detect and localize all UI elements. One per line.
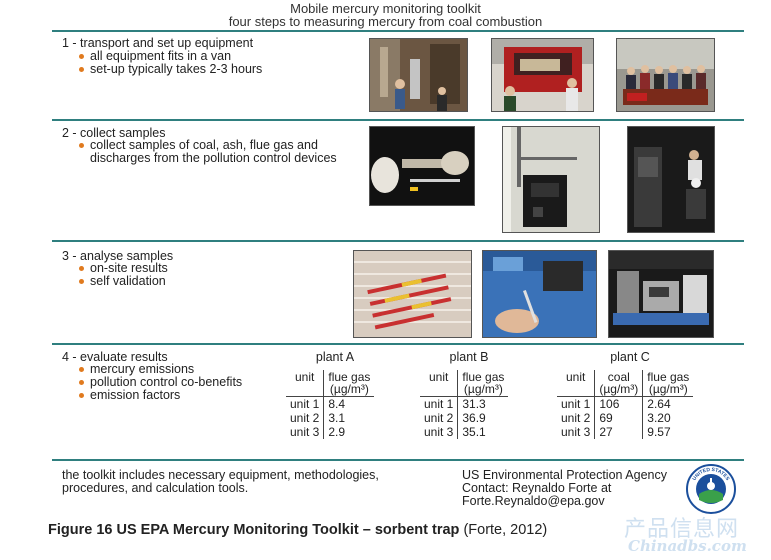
step-3-bullet-2: self validation <box>74 275 304 288</box>
photo-analyzer-instrument <box>608 250 714 338</box>
photo-van-art <box>492 39 593 111</box>
plant-c-header-fluegas: flue gas(µg/m³) <box>642 370 694 397</box>
step-3-bullets: on-site results self validation <box>74 262 304 288</box>
section-rule-1 <box>52 30 744 32</box>
step-4-title: 4 - evaluate results <box>62 350 168 364</box>
photo-sampling-probe <box>369 126 475 206</box>
step-3-bullet-1: on-site results <box>74 262 304 275</box>
photo-stack-sampling-art <box>628 127 714 232</box>
section-rule-5 <box>52 459 744 461</box>
photo-analyzer-instrument-art <box>609 251 713 337</box>
contact-email: Forte.Reynaldo@epa.gov <box>462 494 605 508</box>
contact-info: US Environmental Protection Agency Conta… <box>462 469 692 508</box>
photo-sorbent-traps <box>353 250 472 338</box>
photo-team-art <box>617 39 714 111</box>
toolkit-note: the toolkit includes necessary equipment… <box>62 469 422 495</box>
photo-equipment-setup <box>369 38 468 112</box>
section-rule-2 <box>52 119 744 121</box>
photo-equipment-setup-art <box>370 39 467 111</box>
step-2-bullet-1: collect samples of coal, ash, flue gas a… <box>74 139 364 165</box>
step-1-title: 1 - transport and set up equipment <box>62 36 254 50</box>
step-2-bullets: collect samples of coal, ash, flue gas a… <box>74 139 364 165</box>
plant-c-header-unit: unit <box>557 370 595 397</box>
step-2-title: 2 - collect samples <box>62 126 166 140</box>
plant-b-header-fluegas: flue gas(µg/m³) <box>457 370 509 397</box>
epa-seal-art: UNITED STATES <box>686 464 736 514</box>
step-4-bullet-2: pollution control co-benefits <box>74 376 274 389</box>
photo-analyzer-hands <box>482 250 597 338</box>
plant-b-header-unit: unit <box>420 370 458 397</box>
section-rule-3 <box>52 240 744 242</box>
section-rule-4 <box>52 343 744 345</box>
step-4-bullet-1: mercury emissions <box>74 363 274 376</box>
photo-analyzer-hands-art <box>483 251 596 337</box>
header-line-2: four steps to measuring mercury from coa… <box>228 14 543 29</box>
contact-line: Contact: Reynaldo Forte at <box>462 481 612 495</box>
plant-a-header-unit: unit <box>286 370 324 397</box>
step-1-bullet-2: set-up typically takes 2-3 hours <box>74 63 304 76</box>
plant-b-title: plant B <box>449 350 489 364</box>
plant-a-header-fluegas: flue gas(µg/m³) <box>323 370 375 397</box>
figure-caption-source: (Forte, 2012) <box>459 522 548 538</box>
step-3-title: 3 - analyse samples <box>62 249 174 263</box>
step-1-bullet-1: all equipment fits in a van <box>74 50 304 63</box>
epa-seal-icon: UNITED STATES <box>686 464 736 514</box>
agency-name: US Environmental Protection Agency <box>462 468 667 482</box>
step-4-bullet-3: emission factors <box>74 389 274 402</box>
plant-c-header-coal: coal(µg/m³) <box>594 370 643 397</box>
figure-caption: Figure 16 US EPA Mercury Monitoring Tool… <box>48 522 547 538</box>
step-4-bullets: mercury emissions pollution control co-b… <box>74 363 274 402</box>
figure-caption-bold: Figure 16 US EPA Mercury Monitoring Tool… <box>48 522 460 538</box>
photo-sampling-probe-art <box>370 127 474 205</box>
step-1-bullets: all equipment fits in a van set-up typic… <box>74 50 304 76</box>
toolkit-note-line-1: the toolkit includes necessary equipment… <box>62 468 379 482</box>
watermark-en: Chinadbs.com <box>628 537 747 555</box>
photo-sampling-console <box>502 126 600 233</box>
plant-a-title: plant A <box>315 350 355 364</box>
photo-van <box>491 38 594 112</box>
photo-sorbent-traps-art <box>354 251 471 337</box>
header-line-1: Mobile mercury monitoring toolkit <box>290 1 481 16</box>
photo-team <box>616 38 715 112</box>
plant-c-title: plant C <box>610 350 650 364</box>
photo-stack-sampling <box>627 126 715 233</box>
photo-sampling-console-art <box>503 127 599 232</box>
watermark-cn: 产品信息网 <box>624 517 740 542</box>
toolkit-note-line-2: procedures, and calculation tools. <box>62 481 249 495</box>
